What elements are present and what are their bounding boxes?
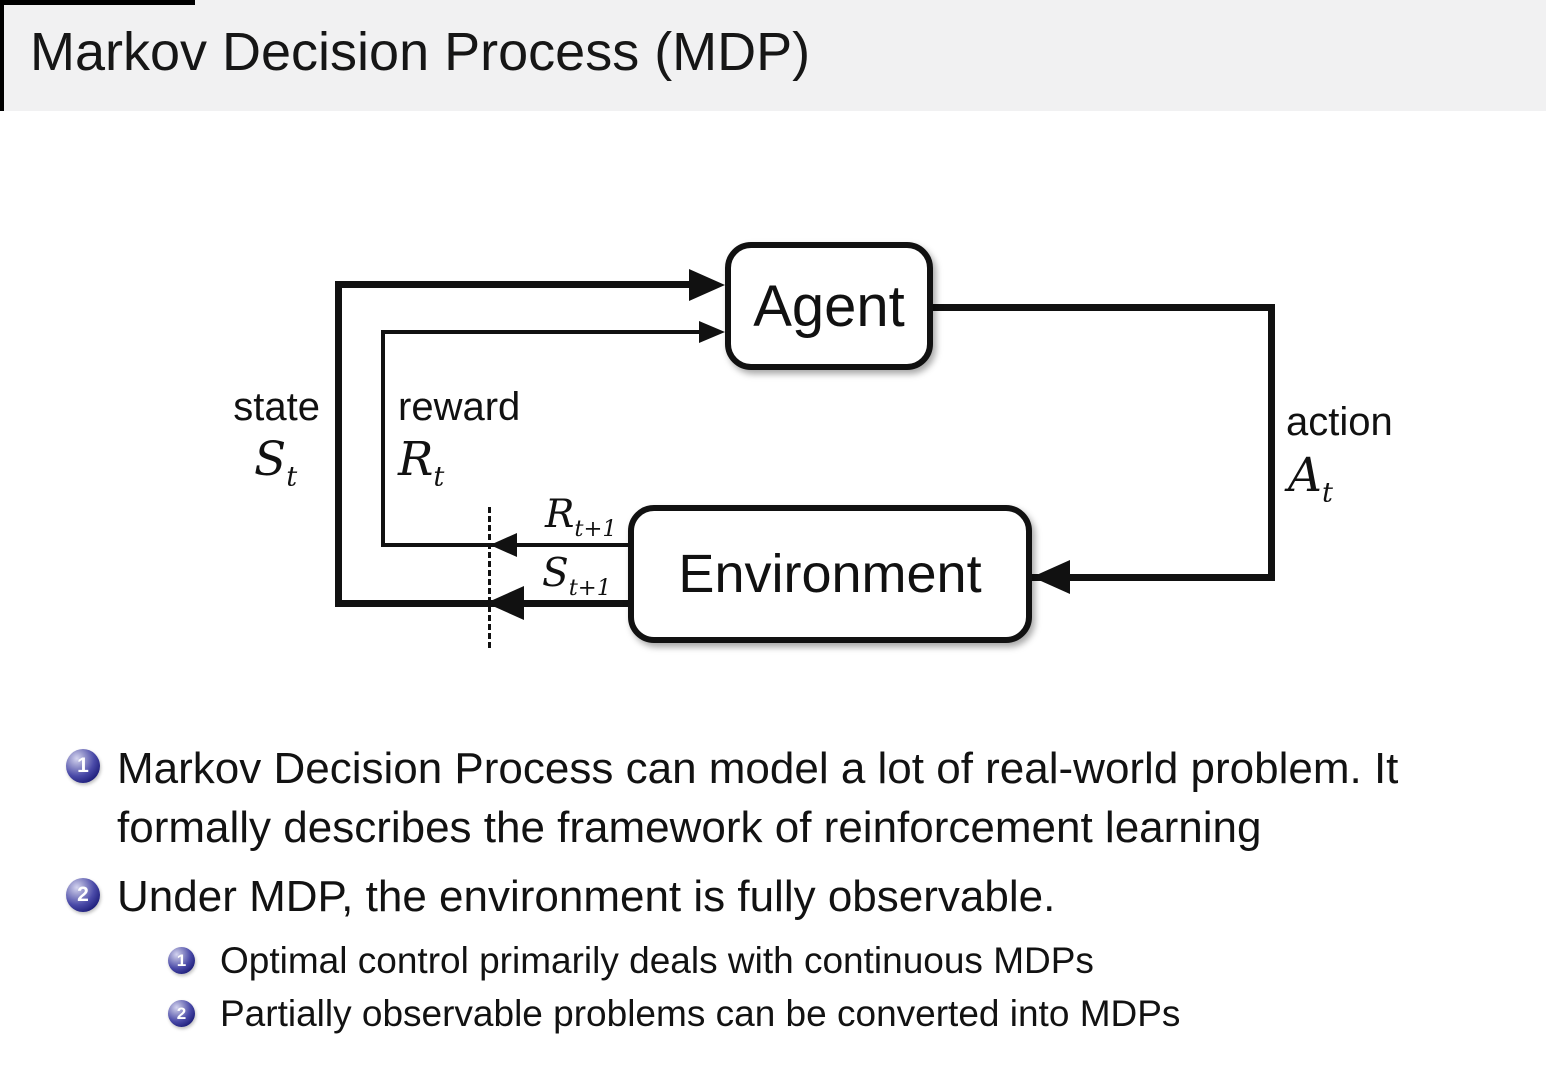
top-edge-artifact <box>0 0 195 5</box>
next-state-symbol: St+1 <box>542 551 612 601</box>
next-reward-symbol: Rt+1 <box>545 492 617 542</box>
next-state-line <box>335 600 628 607</box>
state-arrow-line-top <box>335 281 691 288</box>
title-bar <box>0 0 1546 111</box>
reward-arrow-line-top <box>381 330 703 334</box>
bullet-1-ball: 1 <box>66 749 100 783</box>
page-title: Markov Decision Process (MDP) <box>30 22 811 82</box>
sub-bullet-1-ball: 1 <box>168 947 195 974</box>
state-label: state <box>233 385 320 429</box>
bullet-2-line-1: Under MDP, the environment is fully obse… <box>117 872 1056 921</box>
bullet-2-ball: 2 <box>66 878 100 912</box>
time-boundary-dashed-line <box>488 507 491 648</box>
sub-bullet-2-ball: 2 <box>168 1000 195 1027</box>
reward-label: reward <box>398 385 521 429</box>
action-line-top <box>933 304 1275 311</box>
agent-label: Agent <box>753 273 905 339</box>
action-arrowhead-icon <box>1032 560 1070 594</box>
left-edge-artifact <box>0 0 4 111</box>
sub-bullet-1-text: Optimal control primarily deals with con… <box>220 940 1094 981</box>
agent-box: Agent <box>725 242 933 370</box>
action-label: action <box>1286 400 1393 444</box>
action-line-vertical <box>1268 304 1275 581</box>
reward-symbol: Rt <box>398 432 445 493</box>
next-state-arrowhead-icon <box>486 586 524 620</box>
bullet-1-line-2: formally describes the framework of rein… <box>117 803 1262 852</box>
next-reward-arrowhead-icon <box>490 533 517 557</box>
sub-bullet-2-text: Partially observable problems can be con… <box>220 993 1181 1034</box>
reward-line-vertical <box>381 330 385 545</box>
bullet-1-line-1: Markov Decision Process can model a lot … <box>117 744 1399 793</box>
state-line-vertical <box>335 281 342 607</box>
action-symbol: At <box>1288 448 1333 509</box>
environment-box: Environment <box>628 505 1032 643</box>
state-symbol: St <box>254 432 298 493</box>
state-arrowhead-icon <box>689 269 725 301</box>
action-line-bottom <box>1032 574 1275 581</box>
environment-label: Environment <box>678 544 982 604</box>
reward-arrowhead-icon <box>699 321 725 343</box>
